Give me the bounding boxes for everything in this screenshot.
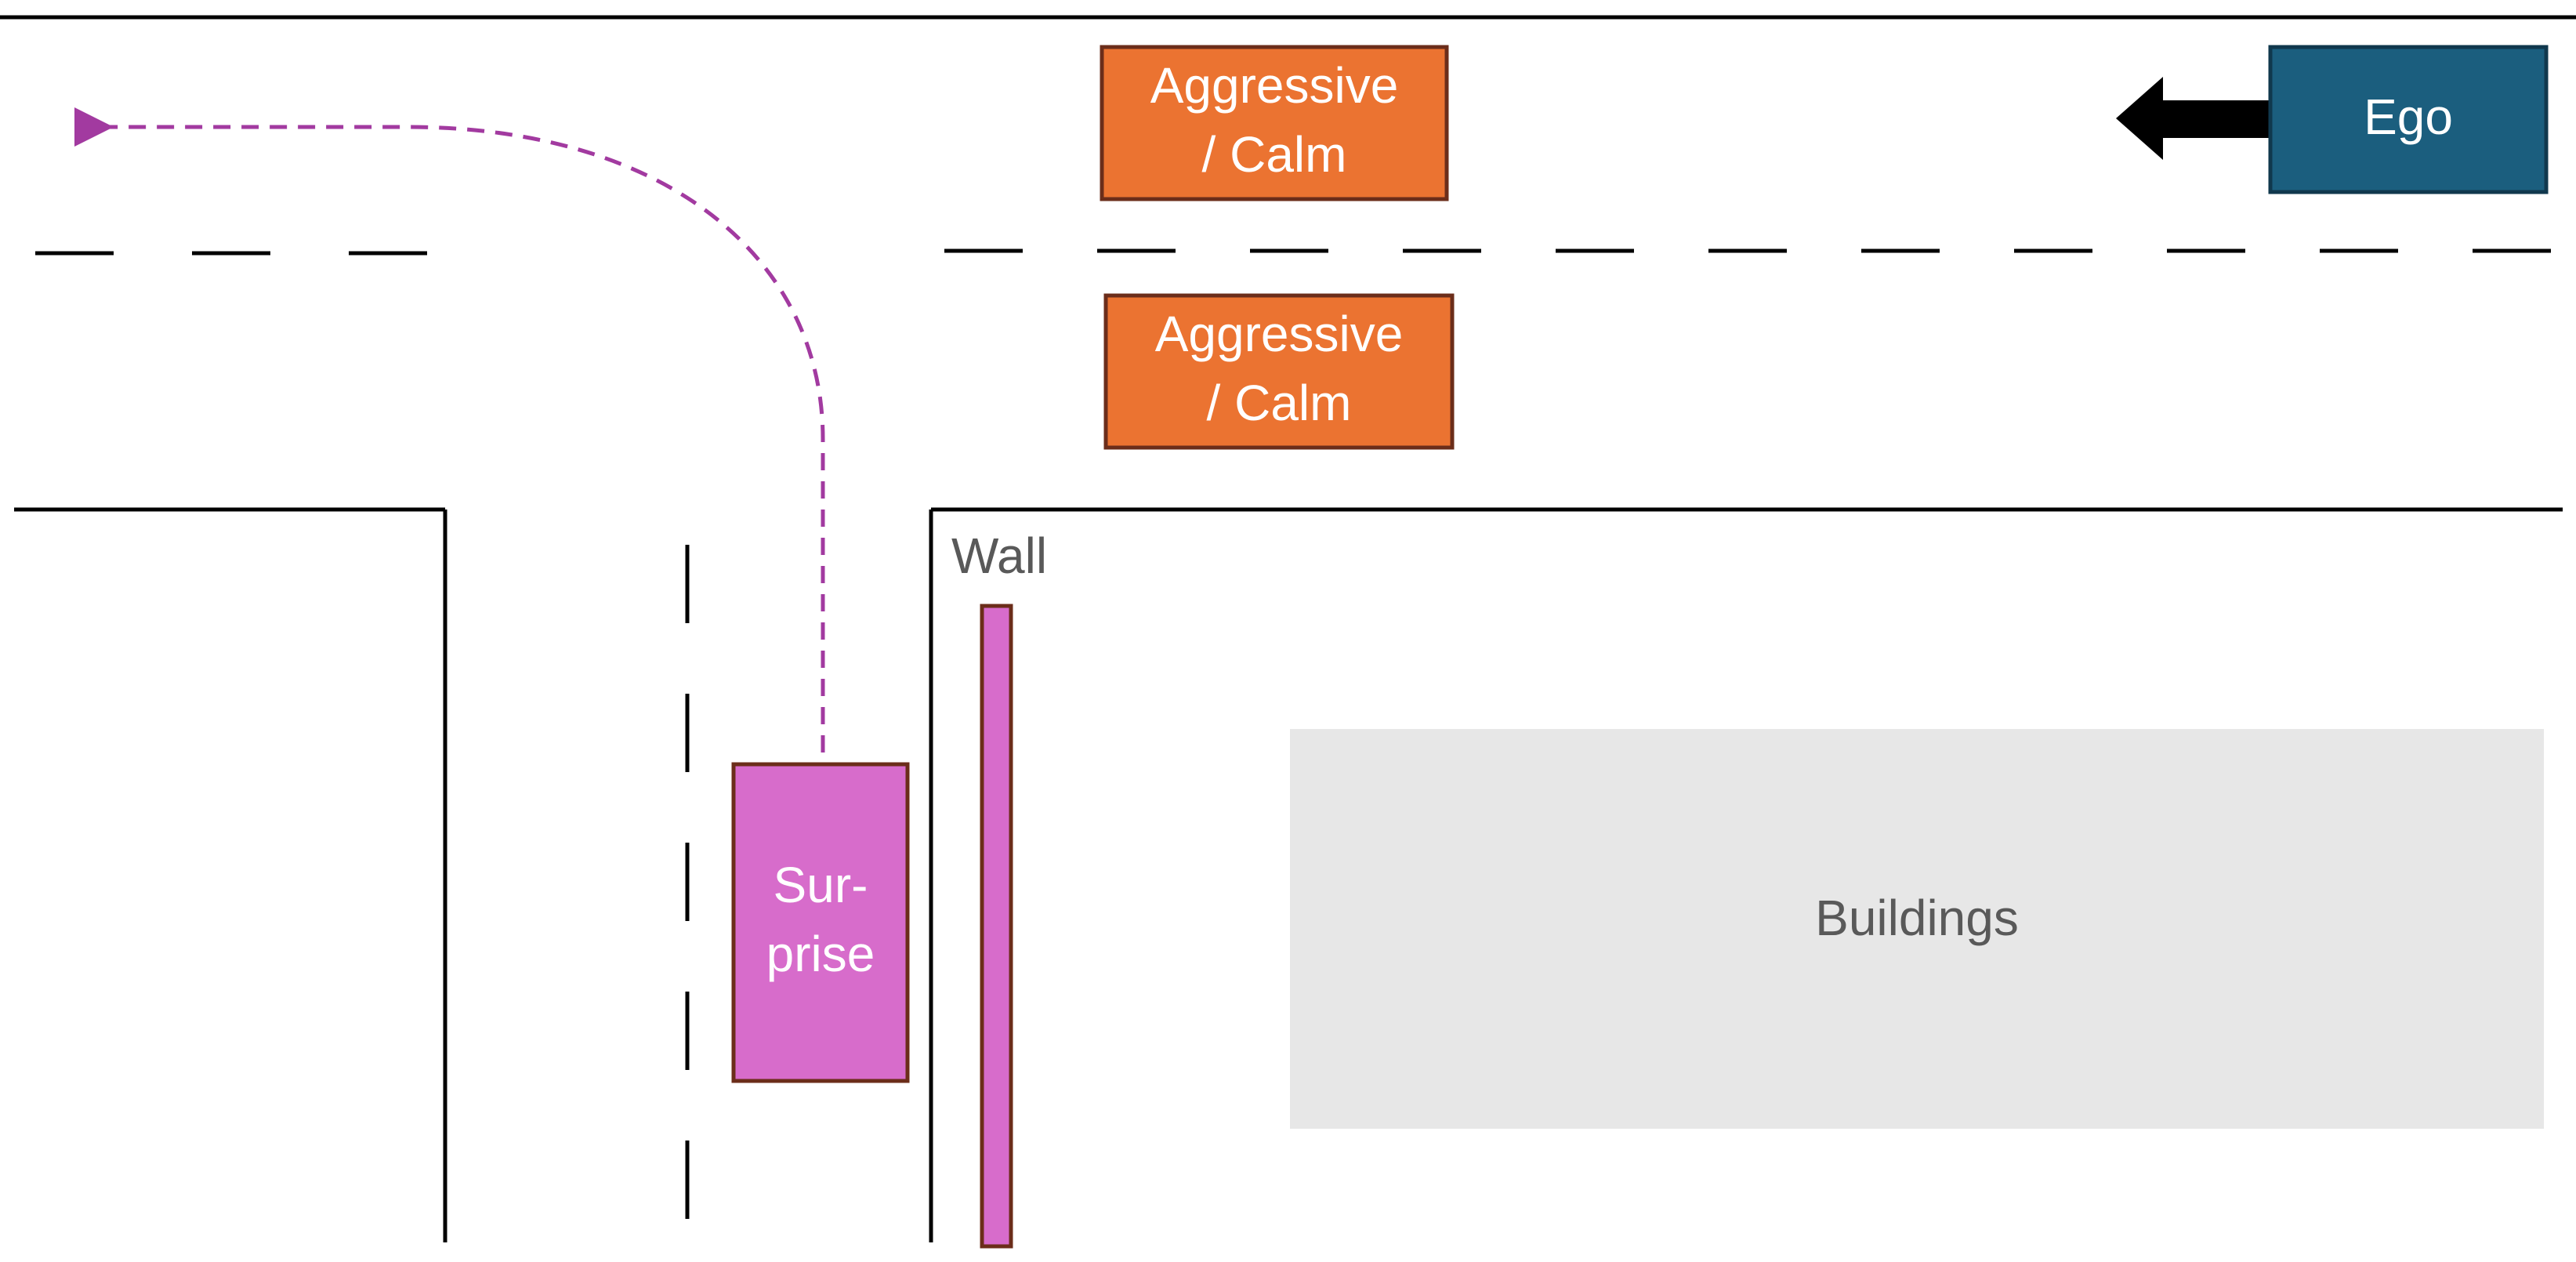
wall-rect [980, 604, 1013, 1249]
surprise-turn-path [74, 107, 825, 752]
aggressive-calm-upper-line1: Aggressive [1150, 57, 1399, 114]
surprise-vehicle-body [731, 762, 910, 1083]
buildings-block: Buildings [1290, 729, 2544, 1129]
aggressive-calm-lower-body [1103, 293, 1455, 450]
surprise-vehicle: Sur- prise [731, 762, 910, 1083]
buildings-label: Buildings [1815, 890, 2019, 946]
aggressive-calm-vehicle-upper: Aggressive / Calm [1100, 45, 1449, 201]
aggressive-calm-upper-line2: / Calm [1202, 126, 1347, 183]
aggressive-calm-lower-line1: Aggressive [1155, 306, 1404, 362]
ego-vehicle-body [2268, 45, 2549, 194]
ego-vehicle: Ego [2268, 45, 2549, 194]
aggressive-calm-lower-line2: / Calm [1207, 375, 1352, 431]
surprise-label-line1: Sur- [774, 857, 868, 913]
wall: Wall [951, 528, 1047, 1249]
ego-label: Ego [2364, 89, 2453, 145]
buildings-rect [1290, 729, 2544, 1129]
wall-label: Wall [951, 528, 1047, 584]
ego-direction-arrow-icon [2116, 77, 2273, 160]
aggressive-calm-upper-body [1100, 45, 1449, 201]
aggressive-calm-vehicle-lower: Aggressive / Calm [1103, 293, 1455, 450]
surprise-label-line2: prise [766, 926, 875, 982]
